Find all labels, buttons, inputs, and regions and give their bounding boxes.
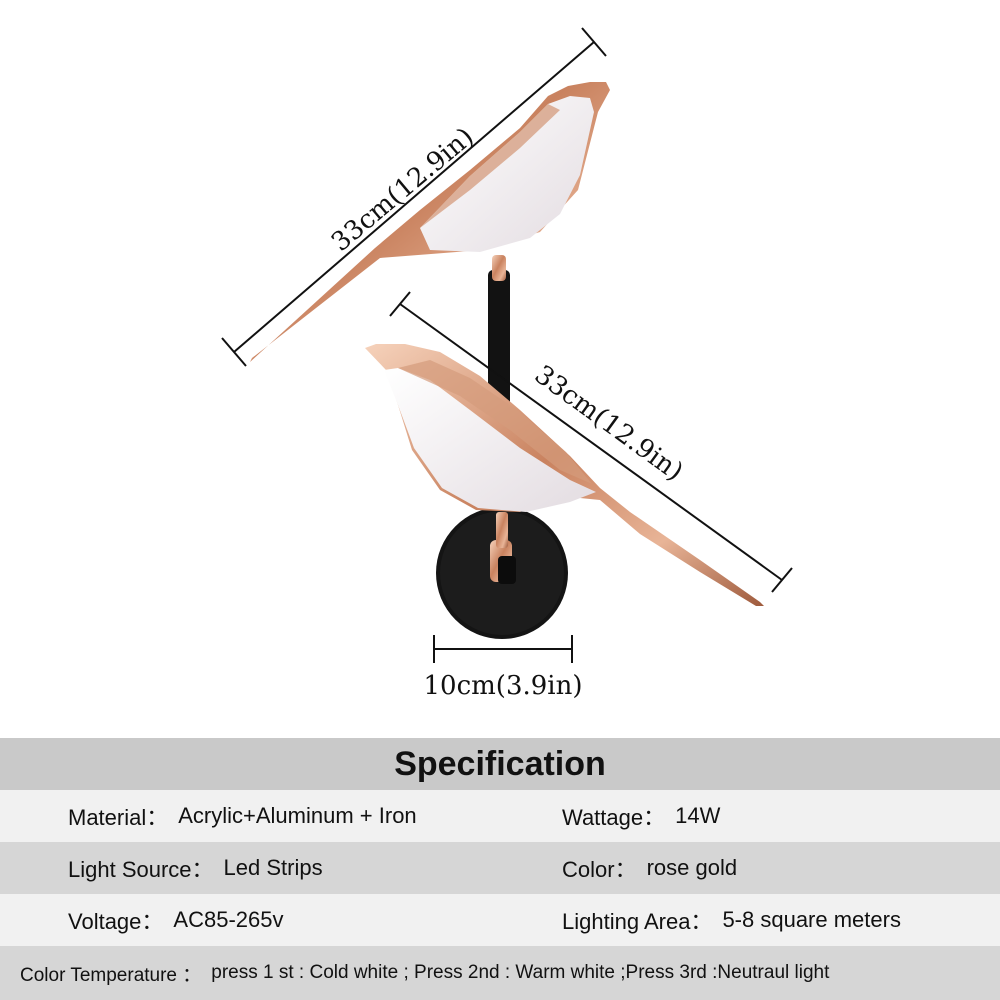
spec-value: rose gold	[646, 855, 738, 880]
spec-label: Material：	[68, 805, 169, 830]
spec-value: 14W	[675, 803, 721, 828]
upper-bird-lamp	[250, 82, 610, 362]
spec-label: Color Temperature ：	[20, 964, 202, 986]
lower-bird-lamp	[365, 344, 764, 606]
specification-table: Specification Material： Acrylic+Aluminum…	[0, 738, 1000, 1000]
spec-label: Lighting Area：	[562, 909, 713, 934]
wattage-spec: Wattage： 14W	[562, 800, 720, 832]
spec-row: Material： Acrylic+Aluminum + Iron Wattag…	[0, 790, 1000, 842]
dimension-line-lower	[389, 291, 793, 593]
light-source-spec: Light Source： Led Strips	[68, 852, 323, 884]
product-illustration: 33cm(12.9in) 33cm(12.9in) 10cm(3.9in)	[221, 27, 793, 701]
material-spec: Material： Acrylic+Aluminum + Iron	[68, 800, 417, 832]
lighting-area-spec: Lighting Area： 5-8 square meters	[562, 904, 901, 936]
spec-label: Color：	[562, 857, 637, 882]
dimension-line-upper	[221, 27, 607, 367]
spec-label: Wattage：	[562, 805, 666, 830]
spec-value: AC85-265v	[173, 907, 284, 932]
color-spec: Color： rose gold	[562, 852, 737, 884]
base-dimension-label: 10cm(3.9in)	[424, 671, 583, 701]
spec-value: 5-8 square meters	[722, 907, 901, 932]
spec-row: Light Source： Led Strips Color： rose gol…	[0, 842, 1000, 894]
specification-title: Specification	[0, 738, 1000, 790]
voltage-spec: Voltage： AC85-265v	[68, 904, 283, 936]
spec-row: Voltage： AC85-265v Lighting Area： 5-8 sq…	[0, 894, 1000, 946]
spec-row: Color Temperature ： press 1 st : Cold wh…	[0, 946, 1000, 1000]
spec-label: Voltage：	[68, 909, 164, 934]
color-temperature-spec: Color Temperature ： press 1 st : Cold wh…	[20, 960, 829, 987]
spec-value: press 1 st : Cold white ; Press 2nd : Wa…	[211, 962, 830, 983]
dimension-line-base	[433, 635, 573, 663]
spec-value: Acrylic+Aluminum + Iron	[178, 803, 417, 828]
spec-label: Light Source：	[68, 857, 214, 882]
wall-base-plate	[436, 507, 568, 639]
spec-value: Led Strips	[223, 855, 323, 880]
